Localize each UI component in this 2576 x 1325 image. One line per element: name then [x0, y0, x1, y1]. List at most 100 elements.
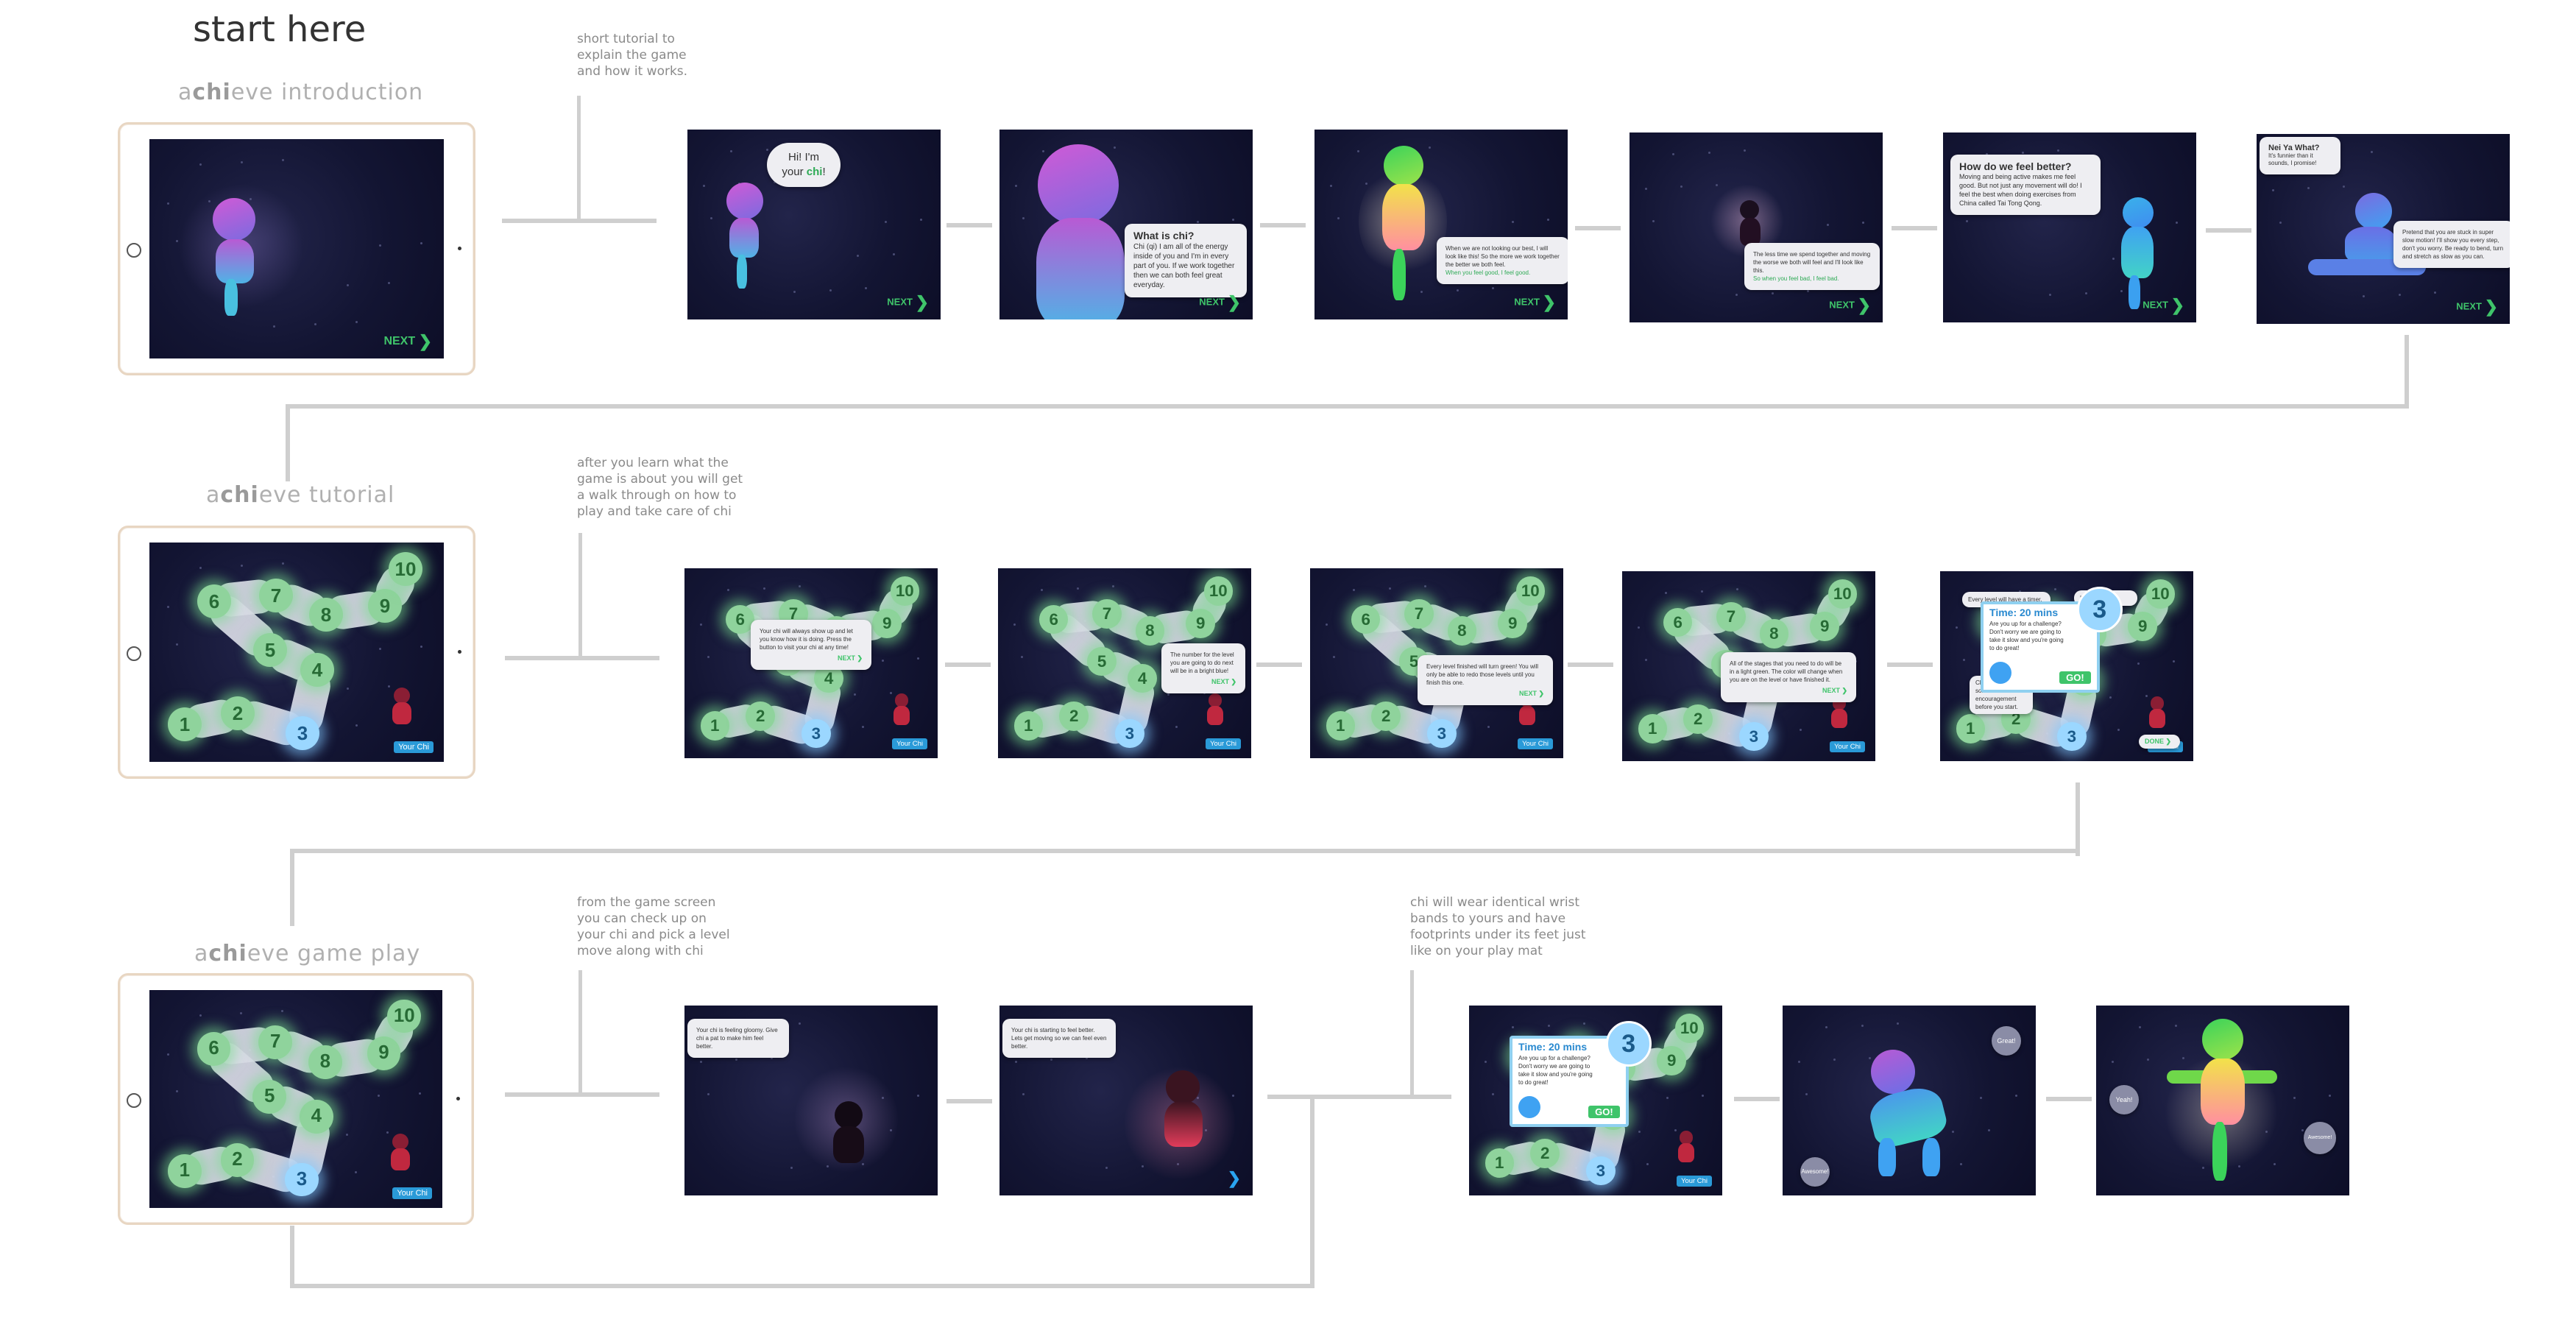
level-node-7[interactable]: 7	[259, 578, 293, 612]
background-star	[1105, 1167, 1108, 1170]
background-star	[2176, 222, 2179, 225]
your-chi-button[interactable]: Your Chi	[392, 1187, 432, 1199]
next-button[interactable]: NEXT ❯	[1518, 690, 1544, 697]
level-node-8[interactable]: 8	[1135, 616, 1165, 646]
level-node-1[interactable]: 1	[700, 711, 730, 741]
your-chi-button[interactable]: Your Chi	[1830, 741, 1865, 752]
your-chi-button[interactable]: Your Chi	[1677, 1176, 1712, 1187]
next-button[interactable]: NEXT ❯	[1822, 687, 1847, 694]
done-button[interactable]: DONE ❯	[2139, 735, 2180, 749]
level-node-1[interactable]: 1	[1326, 711, 1356, 741]
background-star	[793, 291, 796, 294]
next-button[interactable]: NEXT ❯	[2456, 297, 2498, 316]
level-node-9[interactable]: 9	[1498, 609, 1527, 638]
next-button[interactable]: NEXT ❯	[887, 293, 929, 311]
level-node-3[interactable]: 3	[1739, 721, 1769, 752]
background-star	[1428, 146, 1431, 149]
level-node-3[interactable]: 3	[285, 1162, 319, 1197]
next-button[interactable]: NEXT ❯	[1199, 293, 1241, 311]
level-node-6[interactable]: 6	[1663, 607, 1693, 637]
background-star	[1491, 1092, 1494, 1095]
level-node-6[interactable]: 6	[1351, 604, 1381, 635]
level-node-1[interactable]: 1	[1485, 1148, 1515, 1178]
level-node-7[interactable]: 7	[1404, 599, 1434, 629]
level-node-2[interactable]: 2	[1059, 702, 1089, 732]
level-node-2[interactable]: 2	[746, 702, 775, 732]
level-node-8[interactable]: 8	[309, 598, 343, 632]
level-node-2[interactable]: 2	[1371, 702, 1401, 732]
level-node-2[interactable]: 2	[1530, 1139, 1560, 1169]
background-star	[355, 321, 358, 324]
your-chi-button[interactable]: Your Chi	[892, 738, 927, 749]
level-node-7[interactable]: 7	[1092, 599, 1122, 629]
level-node-10[interactable]: 10	[890, 576, 920, 606]
your-chi-button[interactable]: Your Chi	[1518, 738, 1553, 749]
level-node-8[interactable]: 8	[308, 1045, 342, 1079]
level-node-4[interactable]: 4	[1128, 663, 1157, 693]
level-node-10[interactable]: 10	[389, 551, 422, 586]
background-star	[730, 150, 733, 153]
level-node-8[interactable]: 8	[1447, 616, 1477, 646]
level-node-9[interactable]: 9	[1810, 612, 1839, 641]
go-button[interactable]: GO!	[2059, 671, 2091, 685]
level-node-9[interactable]: 9	[368, 589, 402, 623]
level-node-1[interactable]: 1	[1956, 714, 1986, 743]
background-star	[790, 1167, 793, 1170]
level-node-9[interactable]: 9	[872, 609, 902, 638]
level-node-9[interactable]: 9	[1657, 1046, 1686, 1075]
level-node-6[interactable]: 6	[725, 604, 755, 635]
background-star	[2021, 151, 2024, 154]
level-node-3[interactable]: 3	[1586, 1156, 1616, 1186]
next-button[interactable]: NEXT ❯	[1211, 678, 1236, 685]
level-node-2[interactable]: 2	[220, 1143, 255, 1177]
go-button[interactable]: GO!	[1588, 1106, 1620, 1119]
level-node-9[interactable]: 9	[2128, 612, 2157, 641]
level-node-5[interactable]: 5	[253, 633, 287, 668]
level-node-7[interactable]: 7	[258, 1025, 293, 1059]
next-button[interactable]: NEXT ❯	[2142, 296, 2184, 314]
level-node-4[interactable]: 4	[300, 652, 334, 687]
level-node-10[interactable]: 10	[1515, 576, 1546, 606]
level-node-3[interactable]: 3	[802, 718, 831, 749]
level-node-10[interactable]: 10	[1203, 576, 1234, 606]
level-node-1[interactable]: 1	[1013, 711, 1044, 741]
level-node-10[interactable]: 10	[1827, 579, 1858, 609]
level-node-10[interactable]: 10	[2145, 579, 2176, 609]
background-star	[920, 219, 923, 222]
level-node-4[interactable]: 4	[299, 1099, 333, 1134]
background-star	[1014, 1060, 1017, 1063]
level-node-10[interactable]: 10	[1674, 1014, 1705, 1043]
background-star	[1111, 585, 1114, 588]
level-node-3[interactable]: 3	[2057, 721, 2087, 752]
background-star	[1232, 219, 1235, 222]
next-button[interactable]: NEXT ❯	[837, 654, 863, 662]
level-node-3[interactable]: 3	[1427, 718, 1457, 749]
level-node-6[interactable]: 6	[197, 1032, 231, 1066]
level-node-6[interactable]: 6	[1038, 604, 1069, 635]
level-node-3[interactable]: 3	[286, 716, 319, 751]
level-node-6[interactable]: 6	[197, 584, 231, 619]
level-node-5[interactable]: 5	[252, 1080, 287, 1114]
next-button[interactable]: NEXT ❯	[1514, 293, 1556, 311]
level-node-9[interactable]: 9	[1186, 609, 1215, 638]
ipad-intro: NEXT ❯	[118, 122, 475, 375]
background-star	[1022, 1092, 1025, 1095]
background-star	[2018, 590, 2021, 593]
level-node-1[interactable]: 1	[167, 1153, 202, 1188]
level-node-2[interactable]: 2	[221, 696, 255, 731]
level-node-7[interactable]: 7	[1716, 602, 1746, 632]
level-node-5[interactable]: 5	[1087, 646, 1117, 676]
next-button[interactable]: NEXT ❯	[1829, 296, 1871, 314]
background-star	[1487, 726, 1490, 729]
level-node-2[interactable]: 2	[1683, 704, 1713, 735]
level-node-1[interactable]: 1	[1638, 714, 1668, 743]
next-arrow[interactable]: ❯	[1227, 1169, 1241, 1187]
level-node-10[interactable]: 10	[387, 999, 422, 1034]
your-chi-button[interactable]: Your Chi	[394, 741, 434, 753]
level-node-9[interactable]: 9	[367, 1036, 401, 1070]
level-node-8[interactable]: 8	[1759, 619, 1789, 649]
next-button[interactable]: NEXT ❯	[383, 332, 432, 350]
level-node-3[interactable]: 3	[1115, 718, 1144, 749]
your-chi-button[interactable]: Your Chi	[1206, 738, 1241, 749]
level-node-1[interactable]: 1	[168, 707, 202, 742]
